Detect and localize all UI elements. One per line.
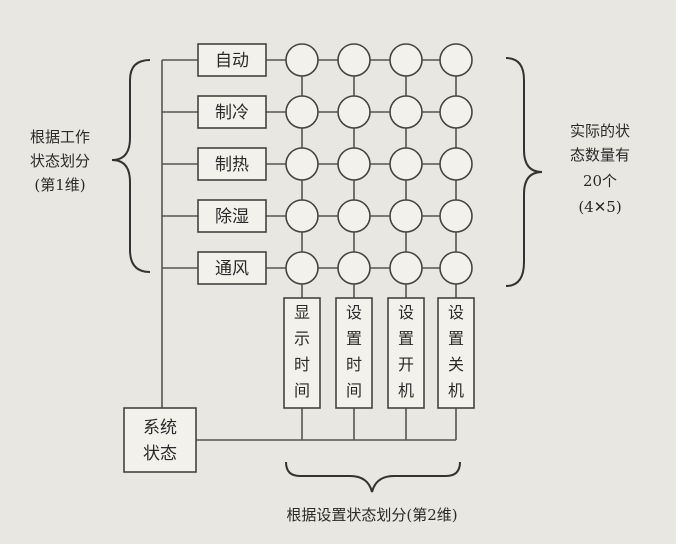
state-grid bbox=[285, 43, 473, 285]
mode-label: 制冷 bbox=[215, 103, 249, 123]
right-label-line-3: 20个 bbox=[583, 172, 617, 190]
right-label-line-2: 态数量有 bbox=[570, 146, 630, 164]
state-node bbox=[439, 95, 473, 129]
mode-box bbox=[197, 251, 267, 285]
setting-char: 设 bbox=[346, 303, 362, 322]
setting-char: 示 bbox=[294, 329, 310, 348]
setting-char: 间 bbox=[294, 381, 310, 400]
state-node bbox=[389, 147, 423, 181]
left-label: 根据工作 状态划分 (第1维) bbox=[30, 128, 90, 194]
mode-box bbox=[197, 43, 267, 77]
system-state-line-2: 状态 bbox=[143, 444, 177, 464]
state-node bbox=[337, 95, 371, 129]
system-state-box: 系统 状态 bbox=[123, 407, 197, 473]
left-brace bbox=[111, 59, 151, 273]
state-node bbox=[439, 251, 473, 285]
state-node bbox=[285, 95, 319, 129]
state-node bbox=[439, 199, 473, 233]
state-node bbox=[439, 43, 473, 77]
state-node bbox=[337, 251, 371, 285]
state-node bbox=[389, 95, 423, 129]
setting-char: 置 bbox=[448, 329, 464, 348]
right-label-line-4: (4✕5) bbox=[578, 198, 621, 216]
mode-label: 除湿 bbox=[215, 207, 249, 227]
mode-box bbox=[197, 147, 267, 181]
setting-char: 机 bbox=[448, 381, 464, 400]
setting-char: 间 bbox=[346, 381, 362, 400]
mode-row: 通风 bbox=[162, 251, 456, 285]
mode-box bbox=[197, 95, 267, 129]
mode-label: 制热 bbox=[215, 155, 249, 175]
state-node bbox=[285, 199, 319, 233]
setting-box bbox=[387, 297, 425, 409]
state-node bbox=[337, 43, 371, 77]
left-label-line-1: 根据工作 bbox=[30, 128, 90, 146]
state-node bbox=[285, 251, 319, 285]
state-node bbox=[285, 43, 319, 77]
state-node bbox=[337, 199, 371, 233]
right-brace bbox=[505, 57, 543, 287]
setting-char: 置 bbox=[346, 329, 362, 348]
state-node bbox=[389, 251, 423, 285]
setting-char: 设 bbox=[448, 303, 464, 322]
right-label-line-1: 实际的状 bbox=[570, 122, 630, 140]
state-node bbox=[285, 147, 319, 181]
mode-row: 除湿 bbox=[162, 199, 456, 233]
setting-char: 时 bbox=[294, 355, 310, 374]
left-label-line-2: 状态划分 bbox=[30, 152, 90, 170]
setting-char: 显 bbox=[294, 303, 310, 322]
mode-box bbox=[197, 199, 267, 233]
setting-char: 设 bbox=[398, 303, 414, 322]
setting-box bbox=[437, 297, 475, 409]
setting-box bbox=[335, 297, 373, 409]
left-label-line-3: (第1维) bbox=[34, 176, 85, 194]
bottom-label: 根据设置状态划分(第2维) bbox=[286, 506, 457, 524]
right-label: 实际的状 态数量有 20个 (4✕5) bbox=[570, 122, 630, 216]
system-state-line-1: 系统 bbox=[143, 418, 177, 438]
state-node bbox=[337, 147, 371, 181]
setting-box bbox=[283, 297, 321, 409]
setting-char: 置 bbox=[398, 329, 414, 348]
bottom-brace bbox=[285, 461, 461, 493]
mode-row: 制热 bbox=[162, 147, 456, 181]
setting-char: 开 bbox=[398, 355, 414, 374]
setting-char: 机 bbox=[398, 381, 414, 400]
state-node bbox=[439, 147, 473, 181]
state-node bbox=[389, 43, 423, 77]
state-node bbox=[389, 199, 423, 233]
mode-label: 自动 bbox=[215, 51, 249, 71]
setting-char: 时 bbox=[346, 355, 362, 374]
mode-label: 通风 bbox=[215, 259, 249, 279]
mode-row: 自动 bbox=[162, 43, 456, 77]
setting-char: 关 bbox=[448, 355, 464, 374]
